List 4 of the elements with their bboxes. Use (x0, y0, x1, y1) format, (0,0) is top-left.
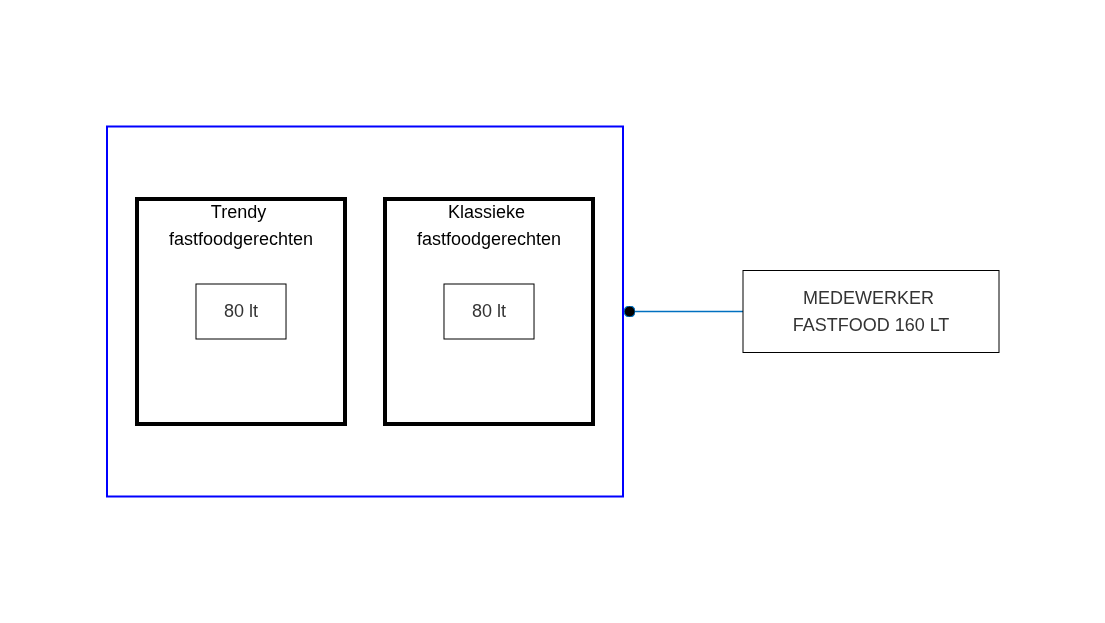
node-box: 80 lt (195, 283, 286, 340)
node-box: 80 lt (443, 283, 534, 340)
cluster (105, 125, 624, 498)
node-box: MEDEWERKER FASTFOOD 160 LT (742, 270, 999, 353)
